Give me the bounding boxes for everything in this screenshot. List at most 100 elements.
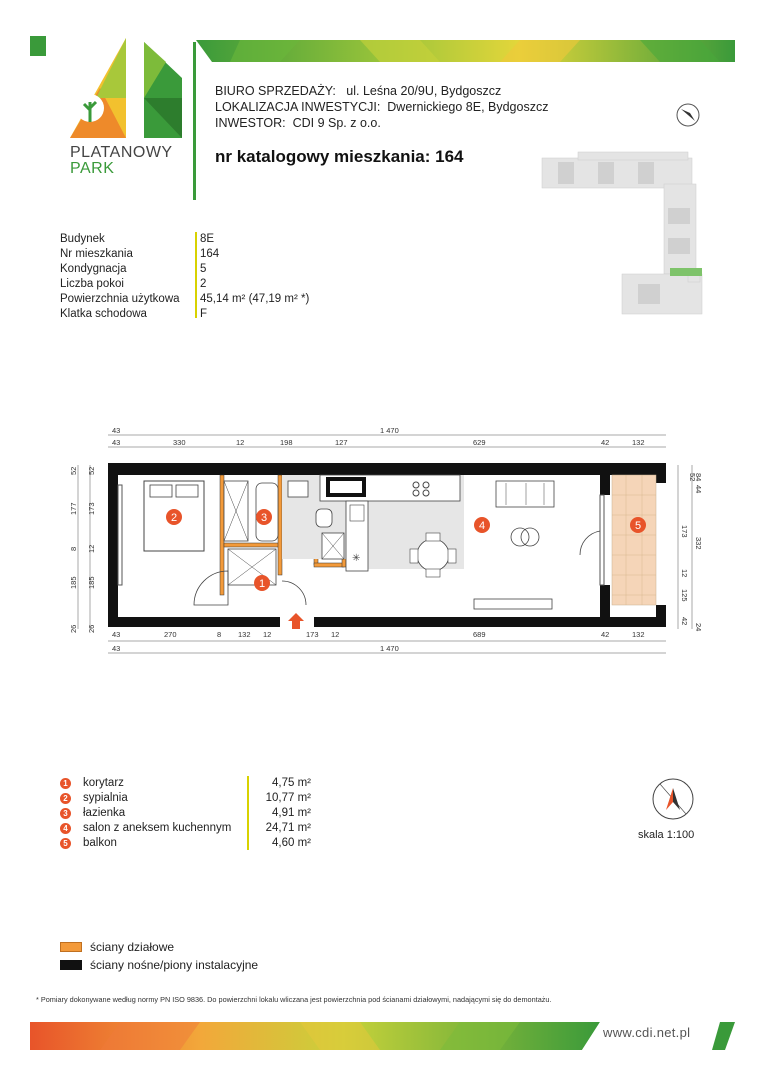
- legend-name: łazienka: [83, 807, 126, 819]
- dim-bot-seg: 12: [331, 630, 339, 639]
- room-marker-4: 4: [479, 520, 485, 532]
- load-label: ściany nośne/piony instalacyjne: [90, 958, 259, 972]
- dim-top-seg: 42: [601, 438, 609, 447]
- dim-top-left: 43: [112, 426, 120, 435]
- dim-right-i: 173: [680, 525, 689, 538]
- property-value: 164: [200, 248, 220, 260]
- sales-label: BIURO SPRZEDAŻY:: [215, 84, 336, 98]
- dim-bot-seg: 173: [306, 630, 319, 639]
- legend-name: korytarz: [83, 777, 124, 789]
- investor-line: INWESTOR: CDI 9 Sp. z o.o.: [215, 115, 548, 131]
- property-key: Budynek: [60, 233, 105, 245]
- legend-area: 4,91 m²: [272, 807, 311, 819]
- brand-name: PLATANOWY PARK: [70, 144, 180, 177]
- dim-right-i: 12: [680, 569, 689, 577]
- dim-top-seg: 629: [473, 438, 486, 447]
- location-value: Dwernickiego 8E, Bydgoszcz: [387, 100, 549, 114]
- property-key: Liczba pokoi: [60, 278, 124, 290]
- dim-right-i: 42: [680, 617, 689, 625]
- property-value: F: [200, 308, 208, 320]
- dim-top-seg: 43: [112, 438, 120, 447]
- header-info: BIURO SPRZEDAŻY: ul. Leśna 20/9U, Bydgos…: [215, 83, 548, 131]
- svg-text:✳: ✳: [352, 553, 360, 564]
- website-link[interactable]: www.cdi.net.pl: [603, 1025, 691, 1040]
- property-key: Klatka schodowa: [60, 308, 147, 320]
- dim-top-seg: 198: [280, 438, 293, 447]
- dim-left-o: 52: [69, 467, 78, 475]
- legend-name: sypialnia: [83, 792, 128, 804]
- compass-icon: [652, 778, 694, 820]
- property-row: Liczba pokoi 2: [60, 277, 309, 292]
- legend-divider: [247, 776, 249, 850]
- wall-legend-partition: ściany działowe: [60, 938, 258, 956]
- property-key: Powierzchnia użytkowa: [60, 293, 180, 305]
- location-line: LOKALIZACJA INWESTYCJI: Dwernickiego 8E,…: [215, 99, 548, 115]
- dim-bot-seg: 132: [238, 630, 251, 639]
- room-markers: 2 3 1 4 5: [166, 509, 646, 591]
- dim-top-total: 1 470: [380, 426, 399, 435]
- legend-num: 2: [60, 793, 71, 804]
- legend-num: 1: [60, 778, 71, 789]
- property-value: 5: [200, 263, 207, 275]
- dim-left-o: 177: [69, 502, 78, 515]
- property-row: Budynek 8E: [60, 232, 309, 247]
- legend-row: 2 sypialnia 10,77 m²: [60, 791, 311, 806]
- dim-left-i: 173: [87, 502, 96, 515]
- dim-bottom-total: 1 470: [380, 644, 399, 653]
- legend-num: 5: [60, 838, 71, 849]
- sales-office-line: BIURO SPRZEDAŻY: ul. Leśna 20/9U, Bydgos…: [215, 83, 548, 99]
- dim-bot-seg: 689: [473, 630, 486, 639]
- partition-swatch: [60, 942, 82, 952]
- legend-area: 4,75 m²: [272, 777, 311, 789]
- location-label: LOKALIZACJA INWESTYCJI:: [215, 100, 381, 114]
- dim-top-seg: 127: [335, 438, 348, 447]
- dim-left-i: 26: [87, 625, 96, 633]
- property-row: Klatka schodowa F: [60, 307, 309, 322]
- property-value: 8E: [200, 233, 215, 245]
- partition-label: ściany działowe: [90, 940, 175, 954]
- dim-left-o: 8: [69, 547, 78, 551]
- dim-right-i: 44: [694, 485, 703, 493]
- dim-top-seg: 12: [236, 438, 244, 447]
- dim-left-o: 185: [69, 576, 78, 589]
- legend-area: 4,60 m²: [272, 837, 311, 849]
- wall-legend: ściany działowe ściany nośne/piony insta…: [60, 938, 258, 974]
- dim-bottom-left: 43: [112, 644, 120, 653]
- room-marker-1: 1: [259, 578, 265, 590]
- legend-num: 4: [60, 823, 71, 834]
- property-row: Kondygnacja 5: [60, 262, 309, 277]
- property-value: 2: [200, 278, 207, 290]
- dim-top-seg: 330: [173, 438, 186, 447]
- header-divider: [193, 42, 196, 200]
- property-key: Kondygnacja: [60, 263, 127, 275]
- brand-line2: PARK: [70, 160, 115, 177]
- legend-area: 10,77 m²: [265, 792, 311, 804]
- property-key: Nr mieszkania: [60, 248, 133, 260]
- room-marker-5: 5: [635, 520, 641, 532]
- investor-label: INWESTOR:: [215, 116, 286, 130]
- dim-left-i: 185: [87, 576, 96, 589]
- dim-left-o: 26: [69, 625, 78, 633]
- legend-area: 24,71 m²: [265, 822, 311, 834]
- platanowy-park-logo: [70, 38, 182, 138]
- dim-bot-seg: 270: [164, 630, 177, 639]
- dim-bottom-segments: 43 270 8 132 12 173 12 689 42 132: [112, 630, 645, 639]
- catalog-title: nr katalogowy mieszkania: 164: [215, 147, 464, 166]
- compass-small-icon: [676, 103, 700, 127]
- room-marker-3: 3: [261, 512, 267, 524]
- dim-bot-seg: 132: [632, 630, 645, 639]
- room-marker-2: 2: [171, 512, 177, 524]
- dim-left-outer: 52 177 8 185 26: [69, 467, 78, 633]
- footnote: * Pomiary dokonywane według normy PN ISO…: [36, 995, 552, 1004]
- investor-value: CDI 9 Sp. z o.o.: [292, 116, 381, 130]
- wall-legend-load: ściany nośne/piony instalacyjne: [60, 956, 258, 974]
- scale-label: skala 1:100: [638, 829, 695, 841]
- property-row: Nr mieszkania 164: [60, 247, 309, 262]
- load-swatch: [60, 960, 82, 970]
